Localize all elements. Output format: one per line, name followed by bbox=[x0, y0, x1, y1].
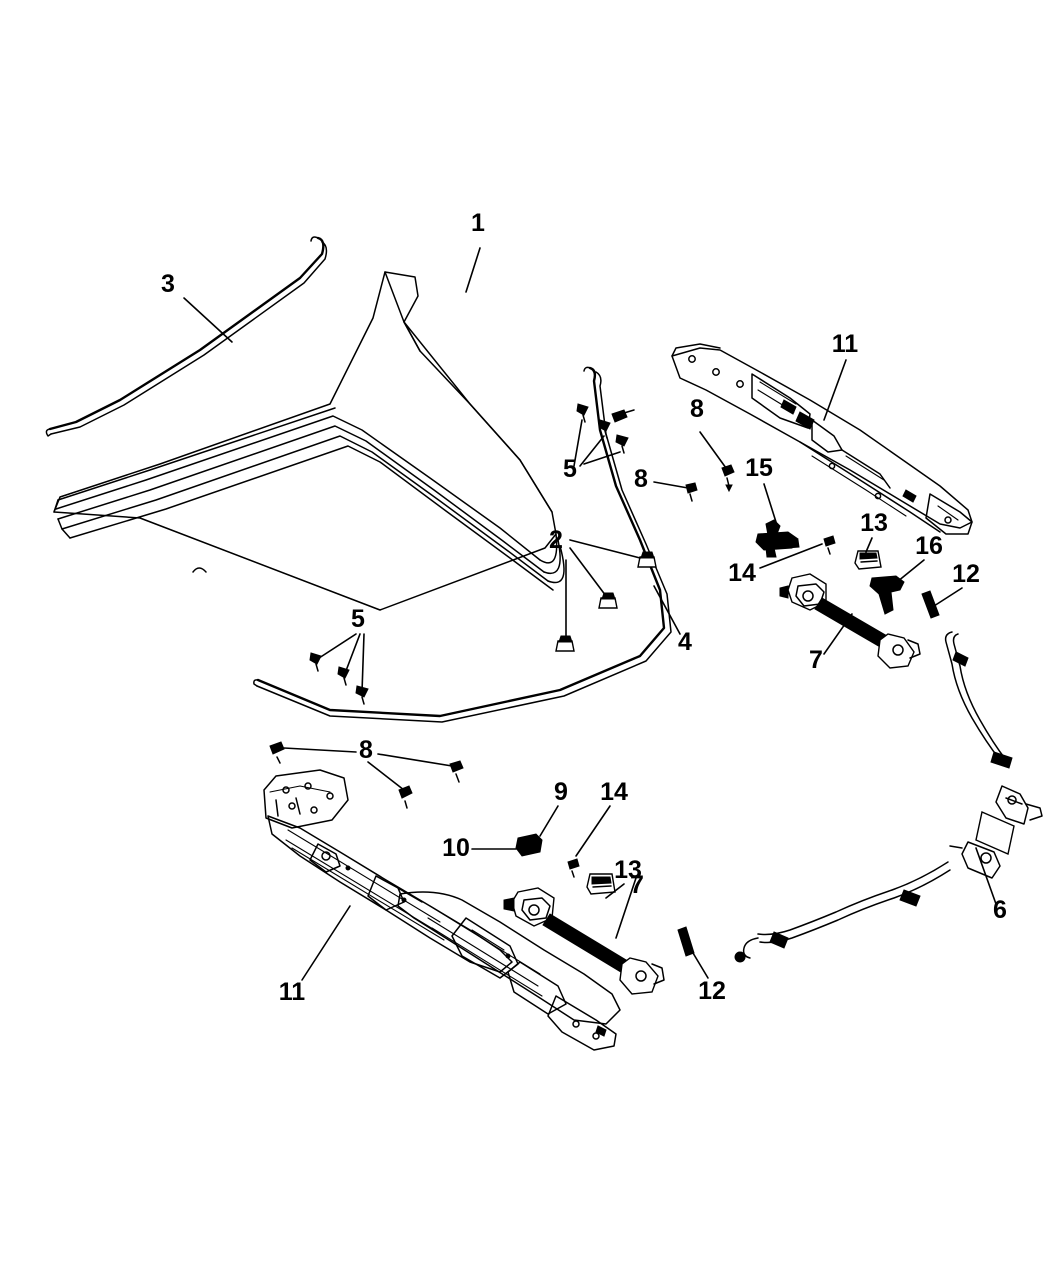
callout-label-7-lower[interactable]: 7 bbox=[630, 871, 644, 899]
callout-label-4[interactable]: 4 bbox=[678, 628, 692, 656]
part-convertible-top-panel bbox=[53, 271, 565, 611]
part-lower-weatherstrip bbox=[253, 366, 672, 723]
part-drive-link-rod-upper bbox=[779, 573, 921, 669]
callout-label-11-lower[interactable]: 11 bbox=[279, 978, 306, 1006]
part-latch-striker bbox=[755, 519, 800, 558]
callout-labels: 1 2 3 4 5 5 6 7 7 8 8 8 9 10 11 11 12 12… bbox=[161, 209, 1007, 1006]
fastener-screw-8c-mid bbox=[398, 785, 413, 809]
part-side-rail-linkage-upper bbox=[671, 343, 973, 535]
part-hydraulic-lines-cylinder bbox=[734, 631, 1043, 963]
callout-label-3[interactable]: 3 bbox=[161, 270, 175, 298]
callout-label-14-lower[interactable]: 14 bbox=[600, 778, 628, 806]
callout-label-7-upper[interactable]: 7 bbox=[809, 646, 823, 674]
callout-label-10[interactable]: 10 bbox=[442, 834, 470, 862]
callout-label-13-upper[interactable]: 13 bbox=[860, 509, 888, 537]
part-bushing-and-retainer bbox=[515, 833, 543, 857]
part-support-bracket bbox=[869, 575, 905, 615]
callout-label-8-a[interactable]: 8 bbox=[690, 395, 704, 423]
callout-label-5-lower[interactable]: 5 bbox=[351, 605, 365, 633]
callout-label-2[interactable]: 2 bbox=[549, 526, 563, 554]
fastener-screw-8c-right bbox=[449, 760, 464, 783]
part-retainer-clip-upper bbox=[854, 550, 882, 570]
callout-label-16[interactable]: 16 bbox=[915, 532, 943, 560]
leader-lines bbox=[183, 247, 997, 981]
fastener-group-push-pin-upper bbox=[576, 403, 629, 454]
callout-label-5-upper[interactable]: 5 bbox=[563, 455, 577, 483]
part-pivot-pin-upper bbox=[921, 590, 940, 619]
part-upper-weatherstrip bbox=[45, 236, 328, 437]
fastener-screw-8c-left bbox=[269, 741, 285, 764]
callout-label-8-b[interactable]: 8 bbox=[634, 465, 648, 493]
part-screw-14-upper bbox=[823, 535, 836, 555]
callout-label-12-lower[interactable]: 12 bbox=[698, 977, 726, 1005]
part-screw-14-lower bbox=[567, 858, 580, 878]
callout-label-15[interactable]: 15 bbox=[745, 454, 773, 482]
callout-label-12-upper[interactable]: 12 bbox=[952, 560, 980, 588]
callout-label-9[interactable]: 9 bbox=[554, 778, 568, 806]
part-retainer-clip-lower bbox=[586, 873, 616, 895]
fastener-group-nut-retainer bbox=[555, 551, 657, 652]
callout-label-11-upper[interactable]: 11 bbox=[832, 330, 859, 358]
callout-label-14-upper[interactable]: 14 bbox=[728, 559, 756, 587]
fastener-screw-8a bbox=[721, 464, 735, 493]
callout-label-8-c[interactable]: 8 bbox=[359, 736, 373, 764]
fastener-screw-upper-a bbox=[611, 409, 635, 423]
callout-label-13-lower[interactable]: 13 bbox=[614, 856, 642, 884]
part-drive-link-rod-lower bbox=[503, 887, 665, 995]
callout-label-1[interactable]: 1 bbox=[471, 209, 485, 237]
fastener-screw-8b bbox=[685, 482, 698, 502]
fastener-group-push-pin-lower bbox=[309, 652, 369, 705]
callout-label-6[interactable]: 6 bbox=[993, 896, 1007, 924]
part-side-rail-linkage-lower bbox=[263, 769, 621, 1051]
